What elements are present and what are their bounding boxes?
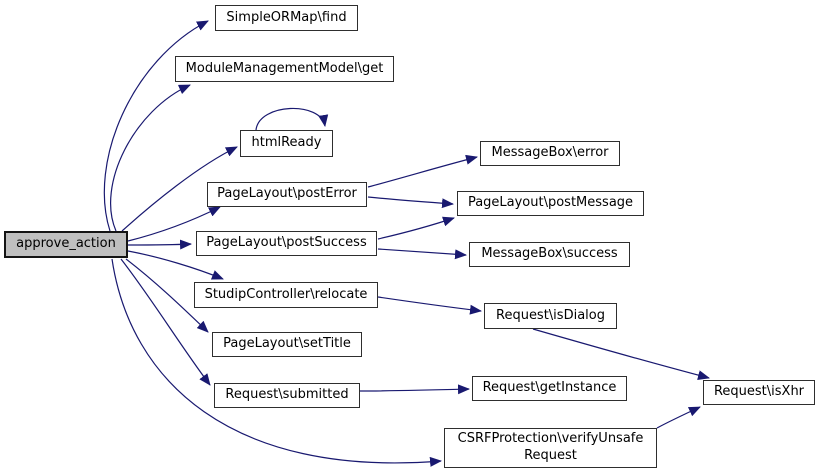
node-messagebox-success-label: MessageBox\success bbox=[481, 246, 618, 262]
node-simpleormap-find[interactable]: SimpleORMap\find bbox=[215, 5, 358, 31]
edge-approve-action-modulemanagementmodel-get bbox=[110, 84, 191, 232]
node-messagebox-success[interactable]: MessageBox\success bbox=[469, 242, 630, 267]
node-modulemanagementmodel-get[interactable]: ModuleManagementModel\get bbox=[175, 56, 394, 82]
node-studipcontroller-relocate-label: StudipController\relocate bbox=[204, 286, 368, 302]
node-pagelayout-posterror[interactable]: PageLayout\postError bbox=[207, 182, 367, 207]
edge-approve-action-pagelayout-posterror bbox=[127, 206, 221, 242]
edge-request-submitted-request-getinstance bbox=[359, 384, 470, 395]
node-request-submitted-label: Request\submitted bbox=[225, 387, 349, 403]
node-approve-action: approve_action bbox=[4, 231, 128, 258]
node-simpleormap-find-label: SimpleORMap\find bbox=[226, 9, 347, 25]
node-pagelayout-postmessage-label: PageLayout\postMessage bbox=[467, 195, 634, 211]
node-pagelayout-postsuccess[interactable]: PageLayout\postSuccess bbox=[196, 231, 377, 256]
node-request-isdialog[interactable]: Request\isDialog bbox=[484, 303, 617, 329]
node-pagelayout-settitle[interactable]: PageLayout\setTitle bbox=[212, 332, 362, 357]
node-pagelayout-posterror-label: PageLayout\postError bbox=[217, 186, 357, 202]
node-htmlready[interactable]: htmlReady bbox=[240, 130, 333, 157]
edge-csrf-verifyunsaferequest-request-isxhr bbox=[656, 406, 701, 429]
node-csrf-verifyunsaferequest[interactable]: CSRFProtection\verifyUnsafe Request bbox=[444, 428, 657, 468]
node-pagelayout-postmessage[interactable]: PageLayout\postMessage bbox=[457, 191, 644, 216]
edge-pagelayout-posterror-messagebox-error bbox=[367, 154, 478, 188]
node-approve-action-label: approve_action bbox=[16, 236, 116, 252]
edge-pagelayout-postsuccess-pagelayout-postmessage bbox=[377, 216, 455, 240]
node-pagelayout-postsuccess-label: PageLayout\postSuccess bbox=[206, 235, 367, 251]
edge-approve-action-pagelayout-settitle bbox=[125, 258, 209, 333]
edge-approve-action-simpleormap-find bbox=[103, 20, 209, 232]
node-csrf-verifyunsaferequest-label: CSRFProtection\verifyUnsafe Request bbox=[457, 431, 644, 463]
edge-studipcontroller-relocate-request-isdialog bbox=[377, 296, 482, 315]
node-request-submitted[interactable]: Request\submitted bbox=[214, 383, 360, 408]
edge-request-isdialog-request-isxhr bbox=[532, 328, 710, 381]
node-request-getinstance[interactable]: Request\getInstance bbox=[472, 376, 627, 401]
node-request-isdialog-label: Request\isDialog bbox=[496, 307, 605, 323]
node-request-isxhr[interactable]: Request\isXhr bbox=[703, 380, 815, 405]
node-htmlready-label: htmlReady bbox=[251, 135, 322, 151]
edge-approve-action-csrf-verifyunsaferequest bbox=[111, 258, 442, 467]
node-pagelayout-settitle-label: PageLayout\setTitle bbox=[223, 336, 351, 352]
edge-htmlready-self-loop bbox=[255, 107, 329, 131]
edge-approve-action-request-submitted bbox=[120, 258, 211, 386]
edge-approve-action-htmlready bbox=[121, 146, 238, 232]
node-request-isxhr-label: Request\isXhr bbox=[713, 384, 805, 400]
node-messagebox-error-label: MessageBox\error bbox=[491, 145, 609, 161]
node-request-getinstance-label: Request\getInstance bbox=[482, 380, 617, 396]
edge-approve-action-pagelayout-postsuccess bbox=[127, 239, 192, 250]
node-messagebox-error[interactable]: MessageBox\error bbox=[480, 141, 620, 166]
node-modulemanagementmodel-get-label: ModuleManagementModel\get bbox=[185, 60, 384, 76]
edge-pagelayout-postsuccess-messagebox-success bbox=[377, 248, 467, 260]
edge-approve-action-studipcontroller-relocate bbox=[127, 250, 224, 280]
node-studipcontroller-relocate[interactable]: StudipController\relocate bbox=[194, 282, 378, 308]
edge-pagelayout-posterror-pagelayout-postmessage bbox=[367, 196, 454, 209]
